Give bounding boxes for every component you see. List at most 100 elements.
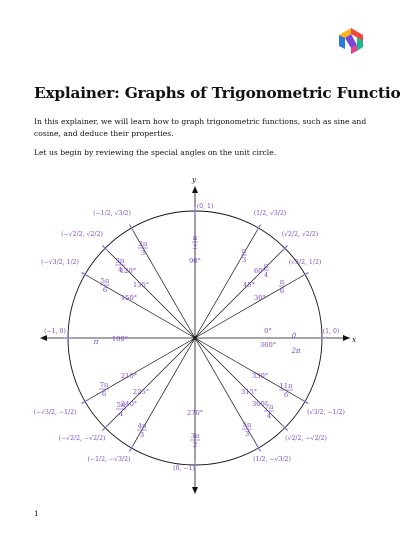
coord-label-p120: (−1/2, √3/2) (93, 210, 131, 217)
rad-denominator: 4 (118, 266, 122, 274)
deg-label-p0: 0° (264, 327, 272, 335)
rad-label-p60: π3 (241, 247, 247, 264)
deg-label-p180: 180° (112, 335, 128, 343)
coord-label-p135: (−√2/2, √2/2) (61, 231, 103, 238)
deg-label-p270: 270° (187, 409, 203, 417)
x-axis-arrow-left (40, 335, 47, 341)
rad-numerator: 11π (279, 382, 293, 390)
coord-label-p330: (√3/2, −1/2) (307, 409, 345, 416)
coord-label-p150: (−√3/2, 1/2) (41, 259, 79, 266)
rad-label-p315: 7π4 (264, 403, 274, 420)
coord-label-p90: (0, 1) (197, 203, 214, 210)
coord-label-p180: (−1, 0) (44, 328, 66, 335)
deg-label-p45: 45° (243, 281, 255, 289)
deg-label-p360: 360° (260, 341, 276, 349)
rad-denominator: 6 (284, 391, 288, 399)
x-axis-label: x (352, 335, 357, 344)
deg-label-p300: 300° (252, 400, 268, 408)
radius-p315 (194, 337, 286, 429)
radius-p135 (104, 247, 196, 339)
rad-label-p90: π2 (192, 234, 198, 251)
rad-denominator: 4 (264, 271, 268, 279)
rad-label-p150: 5π6 (100, 277, 110, 294)
y-axis-arrow-up (192, 186, 198, 193)
rad-numerator: π (242, 247, 247, 255)
rad-numerator: 5π (117, 401, 126, 409)
rad-denominator: 3 (141, 249, 145, 257)
nagwa-logo-icon (339, 28, 363, 54)
rad-denominator: 2 (193, 441, 197, 449)
rad-label-p300: 5π3 (242, 421, 252, 438)
radius-p60 (194, 227, 259, 339)
tick-p150 (81, 271, 89, 278)
rad-numerator: 4π (138, 422, 147, 430)
radius-p45 (194, 247, 286, 339)
tick-p315 (281, 424, 289, 432)
rad-denominator: 3 (242, 256, 246, 264)
coord-label-p315: (√2/2, −√2/2) (285, 435, 327, 442)
coord-label-p30: (√3/2, 1/2) (289, 259, 322, 266)
deg-label-p315: 315° (241, 388, 257, 396)
rad-label-p135: 3π4 (115, 257, 125, 274)
tick-p30 (301, 271, 309, 278)
tick-p330 (301, 398, 309, 405)
deg-label-p330: 330° (252, 372, 268, 380)
rad-numerator: 7π (265, 403, 274, 411)
deg-label-p225: 225° (133, 388, 149, 396)
coord-label-p45: (√2/2, √2/2) (282, 231, 319, 238)
coord-label-p225: (−√2/2, −√2/2) (59, 435, 106, 442)
tick-p240 (128, 444, 135, 452)
rad-label-p225: 5π4 (116, 401, 126, 418)
tick-p135 (101, 244, 109, 252)
rad-denominator: 4 (119, 410, 123, 418)
rad-numerator: 5π (101, 277, 110, 285)
coord-label-p210: (−√3/2, −1/2) (34, 409, 77, 416)
rad-numerator: 3π (116, 257, 125, 265)
rad-numerator: 5π (243, 421, 252, 429)
deg-label-p90: 90° (189, 257, 201, 265)
rad-label-p0: 0 (292, 332, 297, 340)
radius-p225 (104, 337, 196, 429)
rad-denominator: 2 (193, 243, 197, 251)
rad-numerator: 3π (191, 432, 200, 440)
intro-paragraph: In this explainer, we will learn how to … (34, 117, 367, 138)
rad-label-p240: 4π3 (137, 422, 147, 439)
radius-p120 (131, 227, 196, 339)
rad-denominator: 3 (140, 431, 144, 439)
rad-label-p30: π6 (279, 278, 285, 295)
deg-label-p60: 60° (254, 267, 266, 275)
rad-numerator: 7π (100, 381, 109, 389)
rad-label-p270: 3π2 (190, 432, 200, 449)
radius-p30 (194, 274, 306, 339)
tick-p120 (128, 224, 135, 232)
tick-p225 (101, 424, 109, 432)
radius-p210 (84, 337, 196, 402)
tick-p210 (81, 398, 89, 405)
rad-label-p210: 7π6 (99, 381, 109, 398)
radius-p330 (194, 337, 306, 402)
rad-denominator: 6 (280, 287, 284, 295)
deg-label-p210: 210° (121, 372, 137, 380)
deg-label-p150: 150° (121, 294, 137, 302)
deg-label-p135: 135° (133, 281, 149, 289)
page-title: Explainer: Graphs of Trigonometric Funct… (34, 84, 400, 102)
x-axis-arrow-right (343, 335, 350, 341)
coord-label-p300: (1/2, −√3/2) (253, 456, 291, 463)
rad-numerator: π (193, 234, 198, 242)
y-axis-arrow-down (192, 487, 198, 494)
rad-numerator: π (264, 262, 269, 270)
page-number: 1 (34, 509, 39, 518)
y-axis-label: y (191, 175, 197, 184)
lead-paragraph: Let us begin by reviewing the special an… (34, 148, 277, 157)
tick-p300 (255, 444, 262, 452)
tick-p45 (281, 244, 289, 252)
deg-label-p240: 240° (121, 400, 137, 408)
coord-label-p60: (1/2, √3/2) (254, 210, 287, 217)
rad-numerator: 2π (139, 240, 148, 248)
rad-denominator: 4 (267, 412, 271, 420)
radius-p300 (194, 337, 259, 449)
rad-label-p180: π (93, 338, 99, 346)
coord-label-p360: (1, 0) (323, 328, 340, 335)
